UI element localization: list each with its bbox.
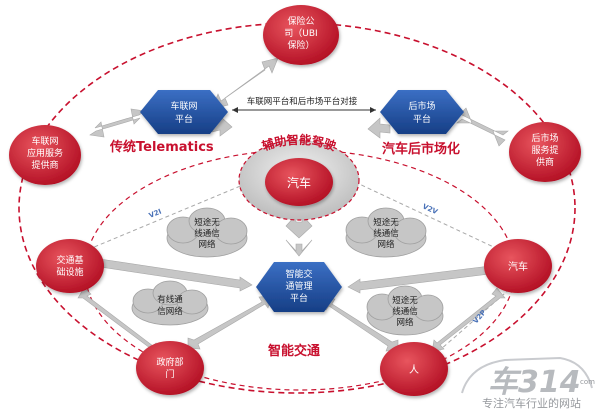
- v2i-tag: V2I: [148, 208, 163, 220]
- watermark-logo-small: com: [580, 378, 595, 386]
- cloud-short-range-right: 短途无 线通信 网络: [345, 207, 427, 258]
- traditional-telematics-label: 传统Telematics: [109, 139, 214, 155]
- arrows: [77, 57, 509, 355]
- node-aftermarket-service-provider: 后市场 服务提 供商: [509, 122, 581, 182]
- vehicle-center-group: 汽车: [238, 139, 360, 221]
- cloud-short-range-left: 短途无 线通信 网络: [166, 207, 248, 258]
- link-lines: [74, 181, 521, 351]
- platform-link-label: 车联网平台和后市场平台对接: [247, 96, 358, 107]
- node-text-line: 提供商: [31, 159, 58, 171]
- node-vehicle-right: 汽车: [484, 239, 552, 293]
- cloud-text-line: 线通信: [392, 306, 418, 317]
- node-text-line: 车联网: [170, 100, 197, 112]
- cloud-text-line: 线通信: [373, 228, 399, 239]
- aftermarket-label: 汽车后市场化: [382, 141, 460, 157]
- cloud-text-line: 线通信: [194, 228, 220, 239]
- node-text-line: 应用服务: [27, 147, 63, 159]
- watermark-car-outline-icon: [461, 356, 593, 394]
- cloud-text-line: 短途无: [373, 217, 399, 228]
- node-text-line: 通管理: [285, 280, 312, 292]
- node-app-service-provider: 车联网 应用服务 提供商: [9, 125, 81, 185]
- node-text-line: 保险）: [287, 39, 314, 51]
- cloud-wired: 有线通 信网络: [131, 280, 209, 326]
- node-text-line: 司（UBI: [284, 28, 317, 39]
- node-telematics-platform: 车联网 平台: [140, 90, 228, 134]
- node-its-platform: 智能交 通管理 平台: [256, 262, 342, 312]
- node-aftermarket-platform: 后市场 平台: [380, 90, 464, 134]
- node-person-label: 人: [409, 364, 419, 376]
- node-text-line: 智能交: [285, 268, 312, 280]
- cloud-text-line: 网络: [396, 317, 414, 328]
- node-text-line: 服务提: [531, 144, 558, 156]
- smart-traffic-label: 智能交通: [268, 343, 320, 359]
- node-text-line: 保险公: [287, 15, 314, 27]
- node-text-line: 供商: [536, 156, 554, 168]
- platform-link-arrow: [232, 107, 376, 113]
- node-vehicle-center: [265, 158, 333, 206]
- node-vehicle-right-label: 汽车: [508, 260, 528, 273]
- cloud-text-line: 信网络: [157, 306, 183, 317]
- node-text-line: 后市场: [408, 100, 435, 112]
- watermark-slogan: 专注汽车行业的网站: [482, 396, 581, 410]
- cloud-text-line: 网络: [198, 239, 216, 250]
- node-text-line: 车联网: [31, 135, 58, 147]
- cloud-text-line: 有线通: [157, 294, 183, 305]
- watermark-logo: 车314: [488, 365, 581, 400]
- cloud-text-line: 短途无: [392, 295, 418, 306]
- node-insurance: 保险公 司（UBI 保险）: [263, 5, 339, 65]
- node-text-line: 平台: [290, 292, 308, 304]
- cloud-short-range-bottom: 短途无 线通信 网络: [366, 285, 444, 336]
- node-text-line: 政府部: [156, 356, 183, 368]
- node-vehicle-center-label: 汽车: [287, 175, 311, 190]
- node-traffic-facility: 交通基 础设施: [36, 239, 104, 293]
- node-text-line: 平台: [413, 113, 431, 125]
- watermark: 车314 com 专注汽车行业的网站: [461, 356, 595, 410]
- node-text-line: 平台: [175, 113, 193, 125]
- v2p-tag: V2P: [472, 309, 488, 326]
- node-text-line: 后市场: [531, 132, 558, 144]
- node-text-line: 门: [165, 368, 174, 380]
- cloud-text-line: 网络: [377, 239, 395, 250]
- node-text-line: 交通基: [56, 254, 83, 266]
- node-person: 人: [380, 342, 448, 396]
- node-text-line: 础设施: [56, 266, 83, 278]
- node-government: 政府部 门: [136, 341, 204, 395]
- cloud-text-line: 短途无: [194, 217, 220, 228]
- v2v-tag: V2V: [421, 203, 439, 217]
